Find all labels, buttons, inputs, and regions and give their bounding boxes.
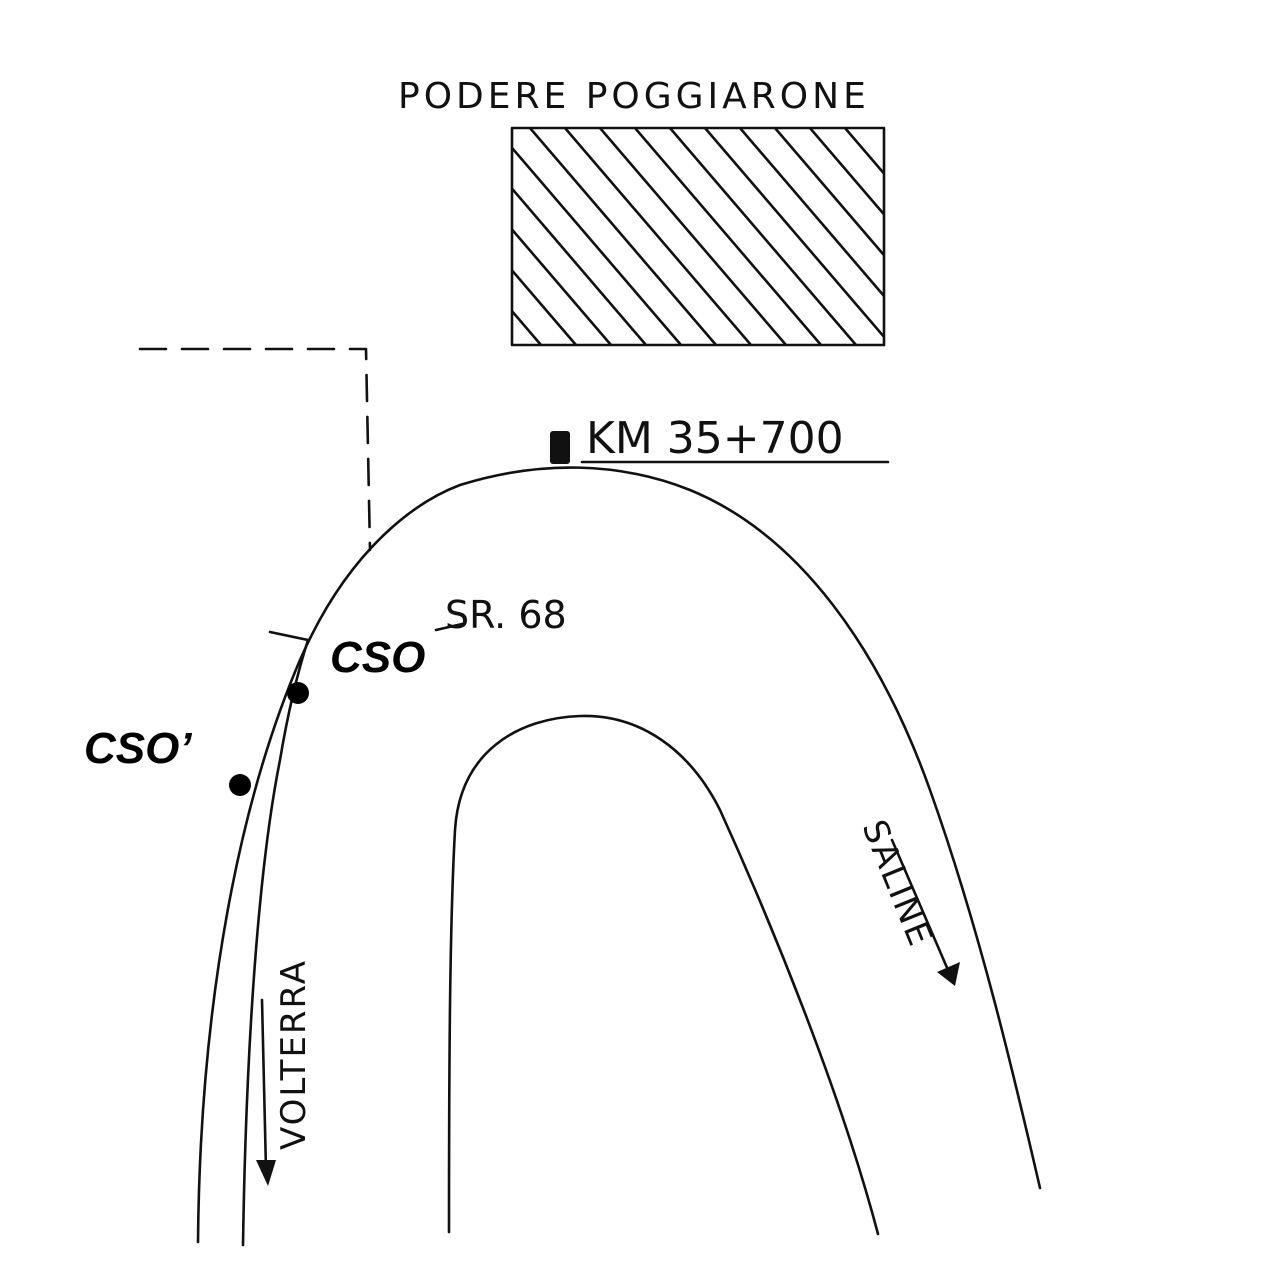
shoulder-end-tick (268, 630, 310, 642)
volterra-arrow-line (260, 998, 268, 1172)
road-outer-edge (196, 466, 1042, 1244)
farm-building (510, 126, 886, 347)
saline-direction: SALINE (854, 814, 960, 986)
km-marker-post (550, 431, 570, 464)
volterra-direction: VOLTERRA (256, 959, 314, 1186)
saline-arrow-line (890, 838, 950, 972)
volterra-label: VOLTERRA (274, 959, 314, 1150)
cso-point (287, 682, 309, 704)
property-boundary-dashed (138, 347, 372, 552)
road-name-leader (434, 622, 464, 632)
farm-building-outline (510, 126, 886, 347)
road-inner-edge (447, 714, 880, 1236)
cso-label: CSO (330, 633, 425, 682)
cso-prime-point (229, 774, 251, 796)
road-shoulder-line (241, 638, 310, 1247)
saline-label: SALINE (854, 814, 941, 953)
km-marker-label: KM 35+700 (586, 413, 844, 464)
farm-building-hatching (512, 128, 884, 345)
cso-prime-label: CSO’ (84, 724, 192, 773)
farm-name-label: PODERE POGGIARONE (398, 76, 870, 117)
saline-arrow-head (937, 962, 960, 986)
road-name-label: SR. 68 (445, 593, 567, 637)
volterra-arrow-head (256, 1160, 276, 1186)
